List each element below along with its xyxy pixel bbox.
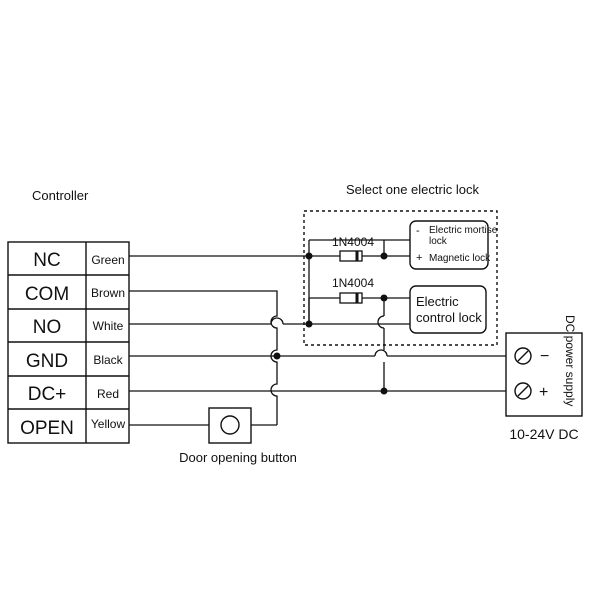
wire-black: Black (93, 353, 123, 367)
wire-brown: Brown (91, 286, 125, 300)
wire-gnd-hop (374, 349, 388, 357)
lock-top-line2: lock (429, 236, 448, 247)
electric-control-lock-box (409, 285, 487, 334)
psu-terminal-plus-icon (514, 382, 532, 400)
door-button-label: Door opening button (179, 450, 297, 465)
lock-selection-box (303, 210, 498, 346)
diode-bottom (339, 292, 363, 304)
psu-box (505, 332, 583, 417)
door-button-icon (220, 415, 240, 435)
wire-com (129, 290, 278, 425)
lock-top-line1: Electric mortise (429, 225, 498, 236)
wire-no-hop (270, 317, 284, 325)
magnetic-lock-box (409, 220, 489, 270)
lock-top-line3: Magnetic lock (429, 253, 491, 264)
psu-terminal-minus-icon (514, 347, 532, 365)
terminal-dc-plus: DC+ (28, 384, 67, 405)
lock-bottom-line2: control lock (416, 310, 482, 325)
wire-green: Green (91, 253, 124, 267)
lock-top-minus: - (416, 225, 420, 237)
psu-plus-label: + (539, 384, 548, 401)
terminal-com: COM (25, 284, 69, 305)
terminal-nc: NC (33, 250, 60, 271)
controller-title: Controller (32, 188, 89, 203)
diode-top-label: 1N4004 (332, 235, 374, 249)
wire-yellow: Yellow (91, 417, 126, 431)
lock-bottom-line1: Electric (416, 294, 459, 309)
diode-bottom-label: 1N4004 (332, 276, 374, 290)
psu-minus-label: − (540, 348, 549, 365)
lock-top-plus: + (416, 252, 422, 264)
wires (129, 239, 518, 426)
psu-voltage: 10-24V DC (509, 426, 578, 442)
wire-red: Red (97, 387, 119, 401)
psu-title: DC power supply (563, 315, 577, 406)
wire-white: White (93, 319, 124, 333)
select-lock-title: Select one electric lock (346, 182, 479, 197)
terminal-open: OPEN (20, 418, 74, 439)
terminal-no: NO (33, 317, 62, 338)
terminal-gnd: GND (26, 351, 68, 372)
junction-dots (273, 252, 388, 395)
controller-terminal-block (7, 241, 130, 444)
diode-top (339, 250, 363, 262)
